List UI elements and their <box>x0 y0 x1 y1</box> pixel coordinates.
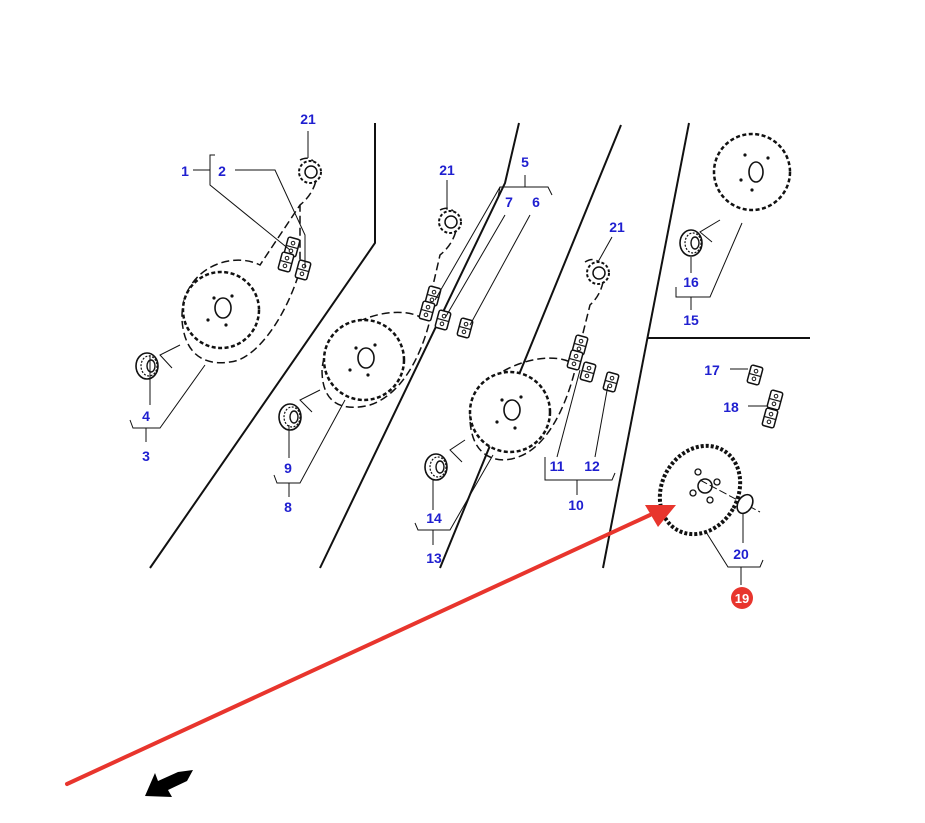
chain-link-6 <box>456 317 474 339</box>
chain-link-18 <box>766 389 784 411</box>
chain-link-2 <box>294 259 312 281</box>
callout-8: 8 <box>284 499 292 515</box>
callout-21: 21 <box>609 219 625 235</box>
callout-20: 20 <box>733 546 749 562</box>
panel-dividers <box>149 122 810 569</box>
callout-18: 18 <box>723 399 739 415</box>
callout-14: 14 <box>426 510 442 526</box>
callout-4: 4 <box>142 408 150 424</box>
callout-13: 13 <box>426 550 442 566</box>
washer-20 <box>736 493 754 515</box>
callout-15: 15 <box>683 312 699 328</box>
leader-lines <box>129 131 767 585</box>
chain-link-17 <box>746 364 764 386</box>
sprocket-assembly-15 <box>679 132 792 257</box>
chain-loop-2 <box>321 207 458 408</box>
callout-5: 5 <box>521 154 529 170</box>
callout-10: 10 <box>568 497 584 513</box>
bushing-14 <box>424 453 448 481</box>
callout-1: 1 <box>181 163 189 179</box>
red-pointer-arrow <box>65 505 676 786</box>
drive-assembly-3 <box>424 258 620 481</box>
callout-2: 2 <box>218 163 226 179</box>
callout-6: 6 <box>532 194 540 210</box>
chain-link-11 <box>579 361 597 383</box>
bushing-9 <box>278 403 302 431</box>
bushing-16 <box>679 229 703 257</box>
callout-11: 11 <box>549 458 565 474</box>
callout-16: 16 <box>683 274 699 290</box>
callout-12: 12 <box>584 458 600 474</box>
callout-9: 9 <box>284 460 292 476</box>
drive-assembly-1 <box>135 157 322 380</box>
callout-19-highlighted-badge: 19 <box>731 587 753 609</box>
chain-link-7 <box>434 309 452 331</box>
chain-link-12 <box>602 371 620 393</box>
chain-loop-1 <box>181 157 318 364</box>
drive-assembly-2 <box>278 207 474 431</box>
direction-arrow-icon <box>145 770 193 797</box>
callout-21: 21 <box>300 111 316 127</box>
bushing-4 <box>135 352 159 380</box>
callout-21: 21 <box>439 162 455 178</box>
callout-3: 3 <box>142 448 150 464</box>
callout-17: 17 <box>704 362 720 378</box>
sprocket-assembly-19 <box>657 364 784 537</box>
callout-7: 7 <box>505 194 513 210</box>
